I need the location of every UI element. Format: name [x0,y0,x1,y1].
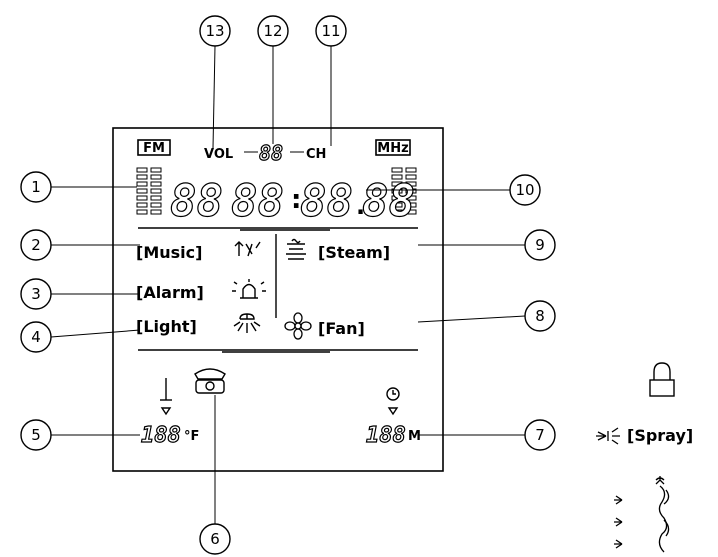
callout-4-number: 4 [31,328,41,346]
fm-indicator: FM [137,139,171,156]
callout-5: 5 [20,419,140,451]
callout-1-number: 1 [31,178,41,196]
mhz-label: MHz [377,141,408,156]
callout-9-number: 9 [535,236,545,254]
callout-7-number: 7 [535,426,545,444]
alarm-label: [Alarm] [136,283,204,302]
callout-8-number: 8 [535,307,545,325]
callout-10: 10 [366,174,541,206]
callout-11: 11 [315,15,347,146]
left-level-bars [136,167,162,215]
fan-label: [Fan] [318,319,365,338]
callout-1: 1 [20,171,137,203]
callout-3: 3 [20,278,140,310]
callout-4: 4 [20,321,141,353]
steam-icon [286,238,306,260]
callout-6-number: 6 [210,530,220,548]
callout-2-number: 2 [31,236,41,254]
alarm-bell-icon [232,279,266,299]
fm-label: FM [143,141,165,156]
clock-digit-4: 88 [362,176,415,227]
timer-icon [386,387,400,416]
callout-8: 8 [417,300,556,332]
lcd-frame [112,127,444,472]
light-icon [233,313,261,333]
thermometer-icon [160,378,172,416]
callout-6: 6 [199,395,231,555]
steam-label: [Steam] [318,243,390,262]
callout-9: 9 [418,229,556,261]
callout-13: 13 [199,15,231,149]
vol-ch-digits: 88 [259,141,283,165]
mhz-indicator: MHz [375,139,411,156]
temperature-unit: °F [184,429,199,444]
clock-digit-2: 88 [231,176,284,227]
clock-colon: : [291,185,301,215]
callout-2: 2 [20,229,140,261]
telephone-icon [194,368,226,394]
vol-label: VOL [204,147,233,162]
light-label: [Light] [136,317,197,336]
callout-12-number: 12 [263,22,282,40]
callout-7: 7 [418,419,556,451]
callout-13-number: 13 [205,22,224,40]
music-icon [234,241,261,257]
spray-icon [596,427,620,445]
clock-dot: . [356,192,365,220]
fan-icon [284,312,312,340]
ch-label: CH [306,147,326,162]
music-label: [Music] [136,243,202,262]
spray-label: [Spray] [627,426,693,445]
right-level-bars [391,167,417,215]
callout-5-number: 5 [31,426,41,444]
timer-unit: M [408,429,421,444]
temperature-digits: 188 [141,423,181,448]
timer-digits: 188 [366,423,406,448]
lock-icon [649,362,675,397]
callout-3-number: 3 [31,285,41,303]
clock-digit-1: 88 [170,176,223,227]
callout-10-number: 10 [515,181,534,199]
callout-11-number: 11 [321,22,340,40]
callout-12: 12 [257,15,289,144]
clock-digit-3: 88 [300,176,353,227]
person-spray-icon [614,476,670,553]
